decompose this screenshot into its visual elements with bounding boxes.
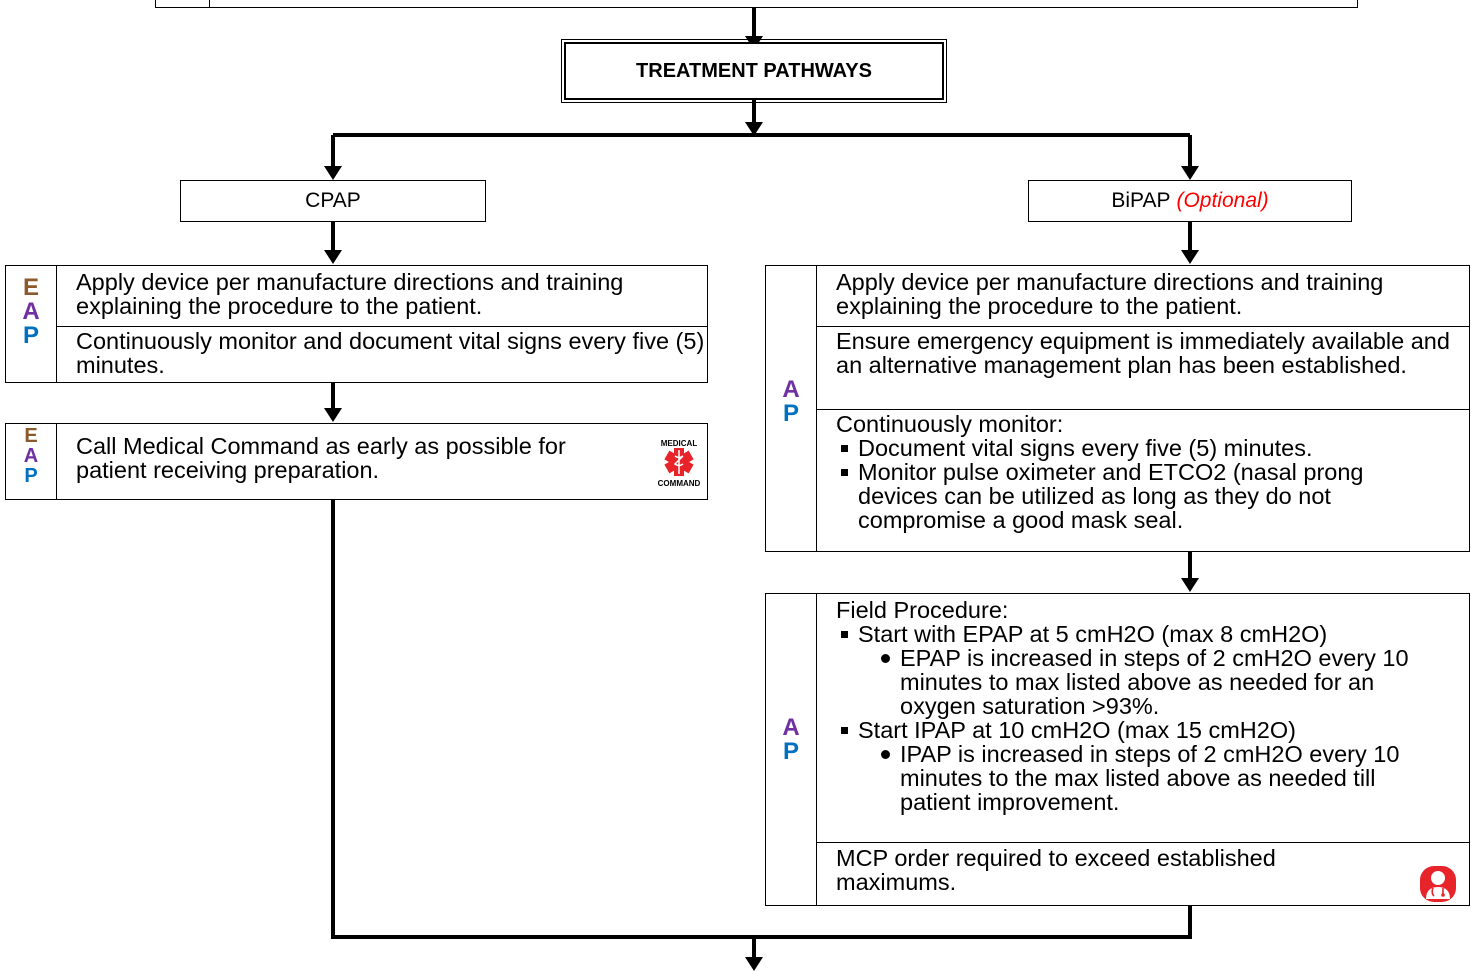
previous-step-divider [209,0,210,8]
cpap-procedure-block: E A P Apply device per manufacture direc… [5,265,708,383]
cpap-level-badge: E A P [6,276,56,348]
level-a: A [23,445,39,467]
bipap-optional-note: (Optional) [1176,189,1269,212]
level-a: A [782,376,800,403]
cpap-row-divider [56,326,707,327]
cpap-title: CPAP [305,189,361,212]
level-p: P [782,400,799,427]
bipap-row2-divider [816,409,1469,410]
ipap-start-bullet: Start IPAP at 10 cmH2O (max 15 cmH2O) [836,718,1450,742]
bipap-block1-divider [816,266,817,551]
level-e: E [22,274,39,301]
medical-command-icon-top: MEDICAL [661,439,698,448]
bipap-step-emergency: Ensure emergency equipment is immediatel… [836,328,1450,378]
bipap-monitor-bullet: Document vital signs every five (5) minu… [836,436,1468,460]
bipap-monitor-head: Continuously monitor: [836,411,1064,437]
level-p: P [782,738,799,765]
cpap-command-level-badge: E A P [6,426,56,486]
cpap-block2-divider [56,424,57,499]
bipap-row1-divider [816,326,1469,327]
epap-start-bullet: Start with EPAP at 5 cmH2O (max 8 cmH2O) [836,622,1450,646]
cpap-medical-command-block: E A P Call Medical Command as early as p… [5,423,708,500]
cpap-block1-divider [56,266,57,382]
bipap-level-badge: A P [766,378,816,426]
medical-command-icon: MEDICAL COMMAND [658,439,701,488]
bipap-field-procedure-block: A P Field Procedure: Start with EPAP at … [765,593,1470,906]
level-a: A [22,298,40,325]
level-e: E [24,425,38,447]
bipap-step-apply: Apply device per manufacture directions … [836,269,1384,319]
bipap-title: BiPAP [1111,189,1171,212]
bipap-block2-divider [816,594,817,905]
previous-step-box [155,0,1358,8]
level-a: A [782,714,800,741]
bipap-title-box: BiPAP (Optional) [1028,180,1352,222]
field-procedure-head: Field Procedure: [836,597,1009,623]
bipap-field-divider [816,842,1469,843]
level-p: P [24,465,38,487]
cpap-title-box: CPAP [180,180,486,222]
treatment-pathways-header: TREATMENT PATHWAYS [561,39,947,103]
epap-increase-subbullet: EPAP is increased in steps of 2 cmH2O ev… [836,646,1450,718]
cpap-call-medical-command: Call Medical Command as early as possibl… [76,433,566,483]
bipap-step-monitor: Continuously monitor: Document vital sig… [816,412,1468,532]
header-title: TREATMENT PATHWAYS [636,59,872,82]
bipap-procedure-block: A P Apply device per manufacture directi… [765,265,1470,552]
medical-command-icon-bottom: COMMAND [658,479,701,488]
bipap-monitor-bullet: Monitor pulse oximeter and ETCO2 (nasal … [836,460,1468,532]
bipap-field-level-badge: A P [766,716,816,764]
cpap-step-apply: Apply device per manufacture directions … [76,269,624,319]
cpap-step-monitor: Continuously monitor and document vital … [76,328,705,378]
mcp-order-note: MCP order required to exceed established… [836,845,1276,895]
physician-icon [1420,866,1456,902]
level-p: P [22,322,39,349]
ipap-increase-subbullet: IPAP is increased in steps of 2 cmH2O ev… [836,742,1450,814]
bipap-field-procedure: Field Procedure: Start with EPAP at 5 cm… [816,598,1468,814]
